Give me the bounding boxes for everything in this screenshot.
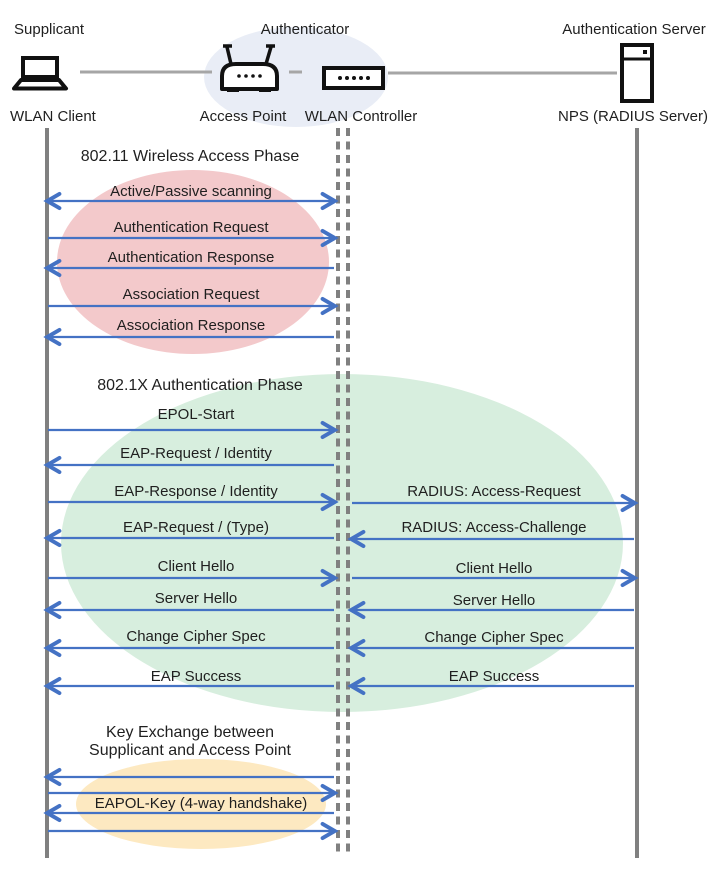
arrows-right-column	[352, 503, 634, 686]
msg-change-cipher-right: Change Cipher Spec	[424, 629, 564, 646]
laptop-icon	[12, 56, 68, 91]
msg-assoc-response: Association Response	[117, 317, 265, 334]
msg-eap-success-right: EAP Success	[449, 668, 540, 685]
msg-eap-success-left: EAP Success	[151, 668, 242, 685]
server-icon	[620, 43, 654, 103]
msg-assoc-request: Association Request	[123, 286, 261, 303]
node-wlan-client: WLAN Client	[10, 108, 97, 125]
device-connectors	[80, 70, 617, 75]
msg-server-hello-left: Server Hello	[155, 590, 238, 607]
msg-eap-request-identity: EAP-Request / Identity	[120, 445, 272, 462]
msg-client-hello-right: Client Hello	[456, 560, 533, 577]
phase3-title-line2: Supplicant and Access Point	[89, 742, 291, 759]
msg-server-hello-right: Server Hello	[453, 592, 536, 609]
msg-epol-start: EPOL-Start	[158, 406, 236, 423]
node-wlan-controller: WLAN Controller	[305, 108, 418, 125]
node-access-point: Access Point	[200, 108, 288, 125]
phase1-ellipse	[57, 170, 329, 354]
msg-auth-response: Authentication Response	[108, 249, 275, 266]
msg-eapol-key: EAPOL-Key (4-way handshake)	[95, 795, 308, 812]
node-nps-server: NPS (RADIUS Server)	[558, 108, 708, 125]
phase3-ellipse	[76, 759, 326, 849]
phase3-title-line1: Key Exchange between	[106, 724, 274, 741]
msg-radius-access-request: RADIUS: Access-Request	[407, 483, 581, 500]
phase2-ellipse	[61, 374, 623, 712]
msg-eap-request-type: EAP-Request / (Type)	[123, 519, 269, 536]
msg-eap-response-identity: EAP-Response / Identity	[114, 483, 278, 500]
msg-auth-request: Authentication Request	[113, 219, 269, 236]
wlan-controller-icon	[322, 66, 385, 90]
role-authenticator: Authenticator	[261, 21, 349, 38]
arrows-left-column	[48, 201, 334, 831]
phase2-title: 802.1X Authentication Phase	[97, 377, 303, 394]
msg-client-hello-left: Client Hello	[158, 558, 235, 575]
msg-scanning: Active/Passive scanning	[110, 183, 272, 200]
authenticator-hub-ellipse	[204, 27, 388, 127]
role-supplicant: Supplicant	[14, 21, 85, 38]
lifelines	[45, 128, 639, 858]
phase1-title: 802.11 Wireless Access Phase	[81, 148, 300, 165]
role-authentication-server: Authentication Server	[562, 21, 705, 38]
msg-radius-access-challenge: RADIUS: Access-Challenge	[401, 519, 586, 536]
msg-change-cipher-left: Change Cipher Spec	[126, 628, 266, 645]
access-point-icon	[220, 44, 279, 92]
